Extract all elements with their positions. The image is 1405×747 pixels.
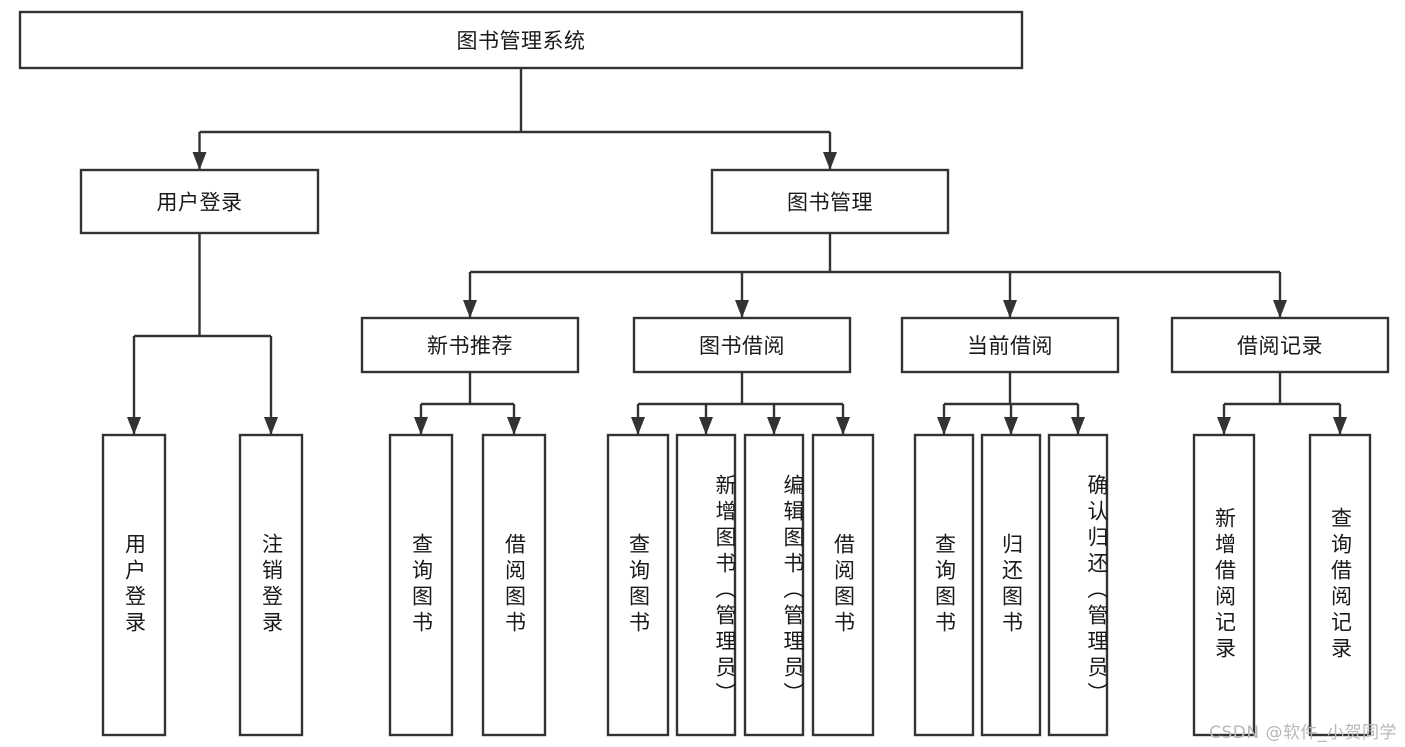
arrow-head-icon [1273,300,1287,318]
node-label-book-manage: 图书管理 [787,191,873,215]
leaf-box-leaf-query-record[interactable] [1308,433,1372,737]
arrow-head-icon [264,417,278,435]
node-label-book-borrow: 图书借阅 [699,334,785,358]
leaf-box-leaf-query-book-2[interactable] [606,433,670,737]
leaf-box-leaf-user-login[interactable] [101,433,167,737]
arrow-head-icon [631,417,645,435]
leaf-box-leaf-add-book[interactable] [675,433,737,737]
arrow-head-icon [735,300,749,318]
node-label-borrow-record: 借阅记录 [1237,334,1323,358]
arrow-head-icon [463,300,477,318]
node-box-new-book-rec[interactable] [360,316,580,374]
arrow-head-icon [1333,417,1347,435]
node-box-user-login[interactable] [79,168,320,235]
arrow-head-icon [1217,417,1231,435]
arrow-head-icon [699,417,713,435]
node-label-new-book-rec: 新书推荐 [427,334,513,358]
node-label-current-borrow: 当前借阅 [967,334,1053,358]
arrow-head-icon [836,417,850,435]
connector-conn-bookmanage-to-level3 [463,233,1287,318]
node-boxes-layer [18,10,1390,737]
arrow-head-icon [1071,417,1085,435]
leaf-box-leaf-edit-book[interactable] [743,433,805,737]
node-box-current-borrow[interactable] [900,316,1120,374]
connector-conn-userlogin-to-leaves [127,233,278,435]
node-label-user-login: 用户登录 [157,191,243,215]
node-box-book-manage[interactable] [710,168,950,235]
connector-conn-root-to-level2 [192,68,837,170]
connector-conn-bookborrow-to-leaves [631,372,850,435]
arrow-head-icon [127,417,141,435]
node-label-root: 图书管理系统 [457,29,586,53]
connector-conn-borrowrecord-to-leaves [1217,372,1347,435]
node-box-root[interactable] [18,10,1024,70]
arrow-head-icon [1003,300,1017,318]
connector-conn-newbook-to-leaves [414,372,521,435]
arrow-head-icon [414,417,428,435]
leaf-box-leaf-confirm-return[interactable] [1047,433,1109,737]
arrow-head-icon [823,152,837,170]
leaf-box-leaf-borrow-book-1[interactable] [481,433,547,737]
leaf-box-leaf-add-record[interactable] [1192,433,1256,737]
leaf-box-leaf-borrow-book-2[interactable] [811,433,875,737]
node-box-book-borrow[interactable] [632,316,852,374]
leaf-box-leaf-logout[interactable] [238,433,304,737]
connector-edges-layer [127,68,1347,435]
node-box-borrow-record[interactable] [1170,316,1390,374]
arrow-head-icon [192,152,207,170]
connector-conn-currentborrow-to-leaves [937,372,1085,435]
arrow-head-icon [1004,417,1018,435]
arrow-head-icon [767,417,781,435]
csdn-watermark: CSDN @软件_小贺同学 [1209,723,1397,743]
arrow-head-icon [937,417,951,435]
arrow-head-icon [507,417,521,435]
leaf-box-leaf-return-book[interactable] [980,433,1042,737]
leaf-box-leaf-query-book-3[interactable] [913,433,975,737]
leaf-box-leaf-query-book-1[interactable] [388,433,454,737]
